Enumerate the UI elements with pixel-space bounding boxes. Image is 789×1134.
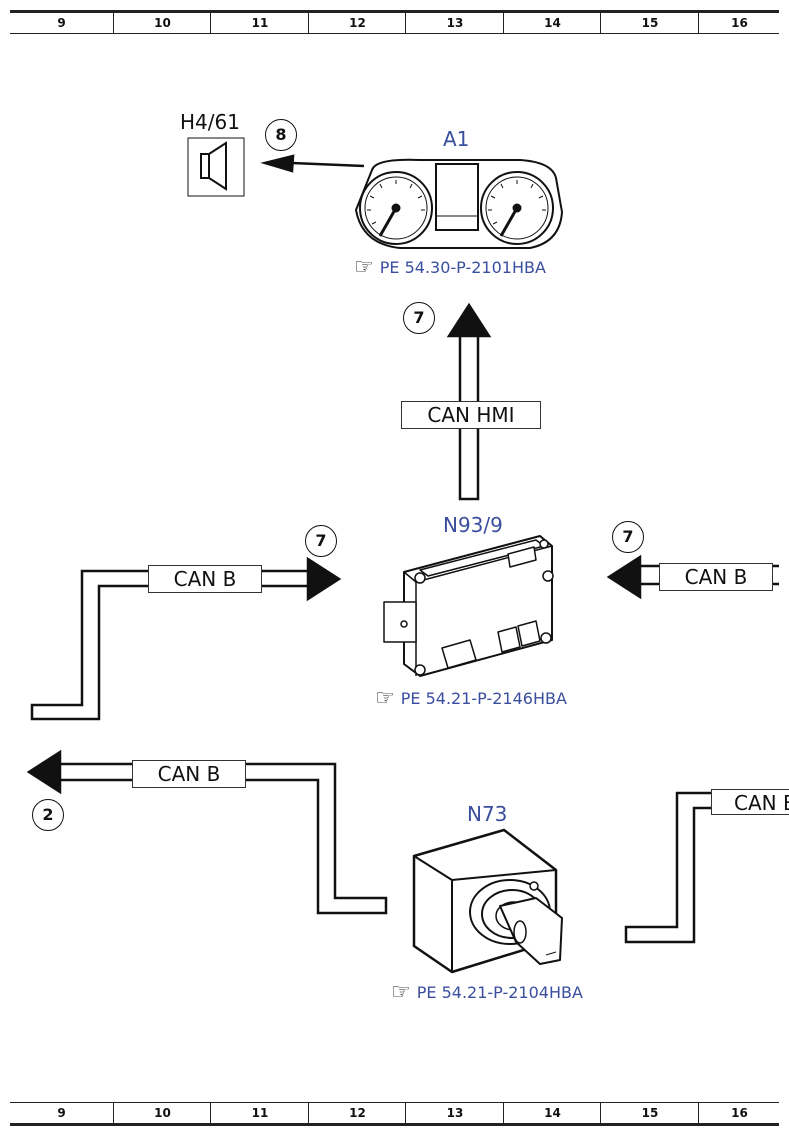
pointing-hand-icon: ☞ <box>375 685 395 711</box>
bottom-ruler: 9 10 11 12 13 14 15 16 <box>10 1102 779 1126</box>
connector-7-right[interactable]: 7 <box>612 521 644 553</box>
ruler-cell: 14 <box>503 13 601 33</box>
arrow-left-connector-2 <box>26 749 62 795</box>
pointing-hand-icon: ☞ <box>354 254 374 280</box>
can-b-far-right-label: CAN B <box>711 789 789 815</box>
connector-2[interactable]: 2 <box>32 799 64 831</box>
arrow-left-h461 <box>260 154 295 173</box>
h461-label: H4/61 <box>180 110 240 134</box>
ruler-cell: 15 <box>600 1103 699 1123</box>
ruler-cell: 13 <box>405 1103 504 1123</box>
connector-7-left[interactable]: 7 <box>305 525 337 557</box>
ruler-cell: 11 <box>210 1103 309 1123</box>
a1-reference[interactable]: ☞ PE 54.30-P-2101HBA <box>354 254 546 280</box>
a1-label: A1 <box>443 127 470 151</box>
connector-8[interactable]: 8 <box>265 119 297 151</box>
n939-reference-text: PE 54.21-P-2146HBA <box>400 689 567 708</box>
top-ruler: 9 10 11 12 13 14 15 16 <box>10 10 779 34</box>
can-b-lower-label: CAN B <box>132 760 246 788</box>
h461-signal-line <box>291 161 365 168</box>
ruler-cell: 10 <box>113 1103 211 1123</box>
ruler-cell: 16 <box>698 13 780 33</box>
ruler-cell: 12 <box>308 1103 406 1123</box>
control-module-drawing <box>383 535 554 677</box>
n73-reference[interactable]: ☞ PE 54.21-P-2104HBA <box>391 979 583 1005</box>
n939-label: N93/9 <box>443 513 503 537</box>
ruler-cell: 12 <box>308 13 406 33</box>
arrow-right-n939 <box>306 556 342 602</box>
arrow-left-n939 <box>606 554 642 600</box>
n939-reference[interactable]: ☞ PE 54.21-P-2146HBA <box>375 685 567 711</box>
can-b-left-wire <box>30 569 310 721</box>
arrow-up-a1 <box>446 302 492 338</box>
ignition-switch-drawing <box>412 828 563 974</box>
can-hmi-label: CAN HMI <box>401 401 541 429</box>
instrument-cluster-drawing <box>354 158 564 249</box>
a1-reference-text: PE 54.30-P-2101HBA <box>379 258 546 277</box>
ruler-cell: 13 <box>405 13 504 33</box>
ruler-cell: 11 <box>210 13 309 33</box>
ruler-cell: 15 <box>600 13 699 33</box>
ruler-cell: 9 <box>57 16 66 30</box>
ruler-cell: 16 <box>698 1103 780 1123</box>
ruler-cell: 10 <box>113 13 211 33</box>
can-b-lower-wire <box>60 762 388 915</box>
n73-label: N73 <box>467 802 508 826</box>
n73-reference-text: PE 54.21-P-2104HBA <box>416 983 583 1002</box>
can-b-right-label: CAN B <box>659 563 773 591</box>
can-b-left-label: CAN B <box>148 565 262 593</box>
ruler-cell: 9 <box>57 1106 66 1120</box>
connector-7-top[interactable]: 7 <box>403 302 435 334</box>
ruler-cell: 14 <box>503 1103 601 1123</box>
can-b-far-right-wire <box>624 791 779 944</box>
speaker-icon <box>187 137 245 197</box>
pointing-hand-icon: ☞ <box>391 979 411 1005</box>
